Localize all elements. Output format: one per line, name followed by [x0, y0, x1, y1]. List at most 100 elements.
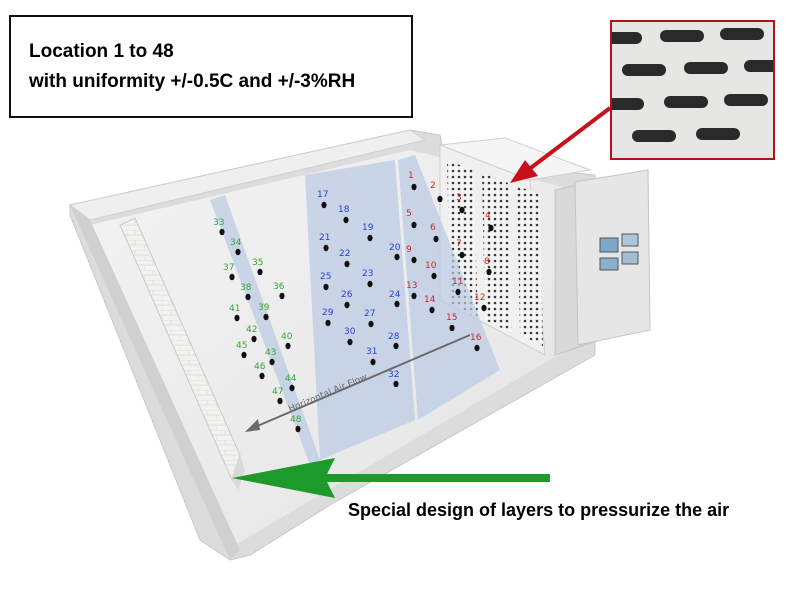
location-dot-7: [459, 251, 465, 259]
location-dot-29: [325, 319, 331, 327]
location-dot-32: [393, 380, 399, 388]
location-dot-24: [394, 300, 400, 308]
perforation-closeup: [610, 20, 775, 160]
location-label-7: 7: [456, 239, 462, 249]
location-dot-2: [437, 195, 443, 203]
location-label-29: 29: [322, 308, 334, 318]
location-label-26: 26: [341, 290, 353, 300]
plane-back-red: [398, 155, 500, 420]
location-label-34: 34: [230, 238, 242, 248]
location-dot-23: [367, 280, 373, 288]
location-label-16: 16: [470, 333, 482, 343]
location-dot-28: [393, 342, 399, 350]
location-dot-3: [459, 206, 465, 214]
left-wall-edge: [70, 205, 240, 560]
location-label-22: 22: [339, 249, 350, 259]
location-points: 1234567891011121314151617181920212223242…: [213, 171, 494, 433]
info-line-1: Location 1 to 48: [29, 41, 174, 62]
control-screen-4: [621, 251, 639, 265]
location-label-27: 27: [364, 309, 375, 319]
location-dot-18: [343, 216, 349, 224]
location-label-5: 5: [406, 209, 412, 219]
location-label-15: 15: [446, 313, 457, 323]
back-wall-rim: [68, 129, 427, 221]
location-dot-15: [449, 324, 455, 332]
location-dot-8: [486, 268, 492, 276]
location-dot-40: [285, 342, 291, 350]
location-label-14: 14: [424, 295, 436, 305]
location-label-20: 20: [389, 243, 401, 253]
location-label-4: 4: [485, 211, 491, 221]
location-dot-21: [323, 244, 329, 252]
location-dot-33: [219, 228, 225, 236]
location-dot-22: [344, 260, 350, 268]
perforated-panel-3: [517, 186, 543, 347]
location-dot-37: [229, 273, 235, 281]
location-dot-30: [347, 338, 353, 346]
location-dot-9: [411, 256, 417, 264]
location-label-12: 12: [474, 293, 485, 303]
location-dot-42: [251, 335, 257, 343]
location-dot-17: [321, 201, 327, 209]
location-label-9: 9: [406, 245, 412, 255]
location-label-41: 41: [229, 304, 240, 314]
location-dot-45: [241, 351, 247, 359]
location-label-43: 43: [265, 348, 276, 358]
location-label-42: 42: [246, 325, 257, 335]
location-label-31: 31: [366, 347, 377, 357]
perforated-panel-2: [482, 173, 512, 333]
location-label-21: 21: [319, 233, 330, 243]
location-label-45: 45: [236, 341, 247, 351]
location-dot-16: [474, 344, 480, 352]
location-dot-38: [245, 293, 251, 301]
location-dot-12: [481, 304, 487, 312]
location-label-46: 46: [254, 362, 266, 372]
location-dot-13: [411, 292, 417, 300]
location-label-33: 33: [213, 218, 224, 228]
control-screen-3: [599, 257, 619, 271]
control-screen-2: [621, 233, 639, 247]
location-label-39: 39: [258, 303, 270, 313]
location-dot-46: [259, 372, 265, 380]
location-label-47: 47: [272, 387, 283, 397]
location-dot-47: [277, 397, 283, 405]
location-dot-35: [257, 268, 263, 276]
location-dot-25: [323, 283, 329, 291]
location-dot-6: [433, 235, 439, 243]
location-label-1: 1: [408, 171, 414, 181]
location-dot-20: [394, 253, 400, 261]
location-label-23: 23: [362, 269, 373, 279]
location-label-35: 35: [252, 258, 263, 268]
location-dot-11: [455, 288, 461, 296]
location-label-13: 13: [406, 281, 417, 291]
location-label-11: 11: [452, 277, 463, 287]
location-dot-36: [279, 292, 285, 300]
location-label-36: 36: [273, 282, 285, 292]
location-dot-10: [431, 272, 437, 280]
left-pressure-wall-front: [232, 455, 245, 490]
location-dot-5: [411, 221, 417, 229]
location-label-48: 48: [290, 415, 302, 425]
location-label-40: 40: [281, 332, 293, 342]
location-label-19: 19: [362, 223, 374, 233]
control-screen: [599, 237, 619, 253]
pressurize-caption: Special design of layers to pressurize t…: [348, 500, 730, 520]
location-dot-4: [488, 224, 494, 232]
location-label-10: 10: [425, 261, 437, 271]
location-label-2: 2: [430, 181, 436, 191]
red-callout-arrow: [510, 106, 612, 183]
location-label-17: 17: [317, 190, 328, 200]
location-dot-31: [370, 358, 376, 366]
plane-front-green: [210, 195, 320, 465]
location-label-25: 25: [320, 272, 331, 282]
location-dot-48: [295, 425, 301, 433]
uniformity-info-box: Location 1 to 48 with uniformity +/-0.5C…: [9, 15, 413, 118]
location-label-32: 32: [388, 370, 399, 380]
location-label-24: 24: [389, 290, 401, 300]
green-pressure-arrow: [232, 458, 550, 498]
location-label-3: 3: [456, 193, 462, 203]
location-label-44: 44: [285, 374, 297, 384]
location-dot-26: [344, 301, 350, 309]
location-dot-34: [235, 248, 241, 256]
